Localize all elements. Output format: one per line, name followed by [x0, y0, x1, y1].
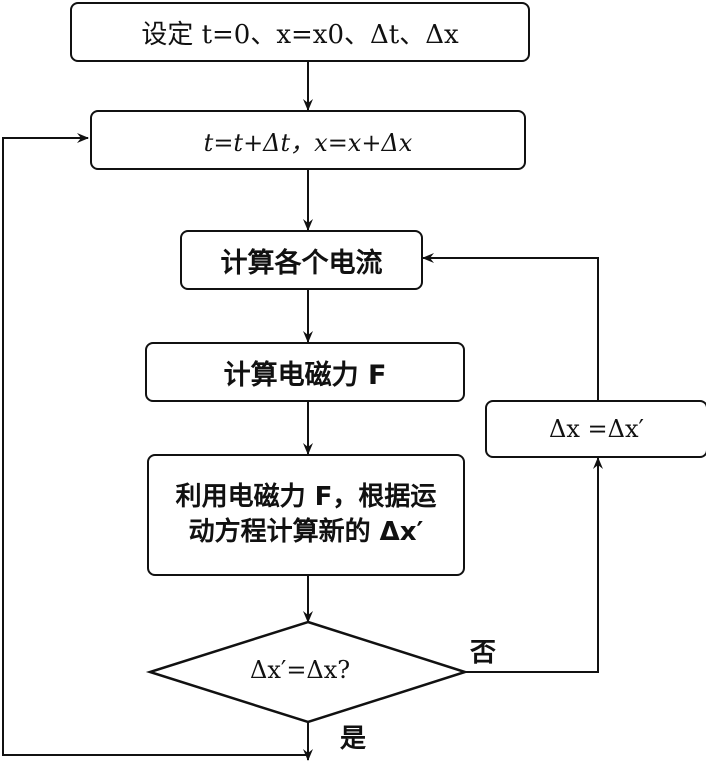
update-label: t=t+Δt，x=x+Δx: [203, 128, 413, 157]
loop-back-line: [2, 133, 308, 756]
edge-label-no: 否: [470, 638, 497, 668]
edge-label-yes: 是: [340, 724, 367, 754]
motion-label-line2: 动方程计算新的 Δx′: [188, 517, 424, 547]
calc-force-box: 计算电磁力 F: [145, 342, 465, 402]
assign-box: Δx =Δx′: [485, 400, 706, 458]
assign-label: Δx =Δx′: [549, 415, 644, 443]
decision-label: Δx′=Δx?: [250, 656, 351, 684]
arrow-assign-to-current: [422, 253, 599, 400]
init-box: 设定 t=0、x=x0、Δt、Δx: [70, 2, 530, 62]
init-label: 设定 t=0、x=x0、Δt、Δx: [141, 19, 459, 50]
motion-label-line1: 利用电磁力 F，根据运: [175, 481, 437, 512]
update-box: t=t+Δt，x=x+Δx: [90, 110, 526, 170]
decision-diamond: [145, 620, 470, 724]
calc-current-label: 计算各个电流: [220, 247, 383, 279]
calc-current-box: 计算各个电流: [180, 230, 423, 290]
motion-box: 利用电磁力 F，根据运 动方程计算新的 Δx′: [147, 454, 465, 576]
arrow-no-to-assign: [465, 457, 603, 673]
calc-force-label: 计算电磁力 F: [223, 359, 387, 391]
